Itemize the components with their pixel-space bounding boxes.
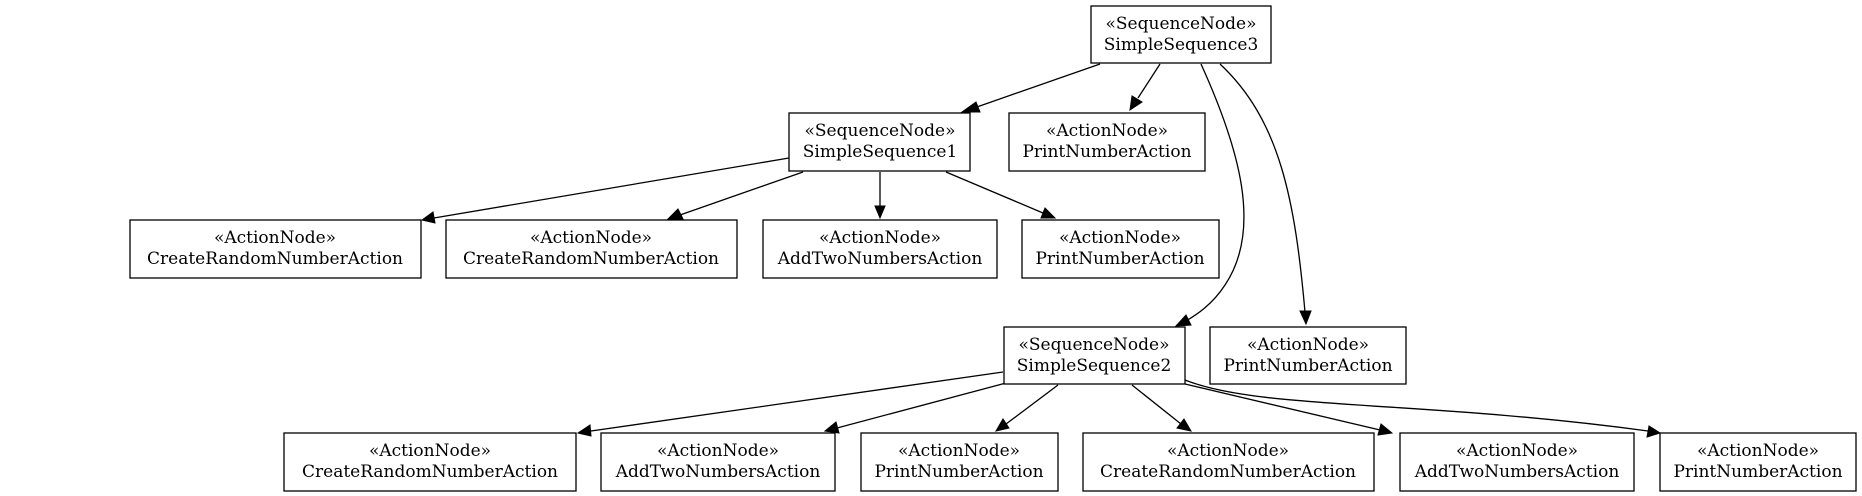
node-simple-sequence-2[interactable]: «SequenceNode» SimpleSequence2 bbox=[1003, 326, 1186, 385]
node-name: SimpleSequence1 bbox=[803, 142, 958, 162]
node-name: PrintNumberAction bbox=[1022, 142, 1191, 162]
node-name: PrintNumberAction bbox=[1035, 249, 1204, 269]
node-simple-sequence-3[interactable]: «SequenceNode» SimpleSequence3 bbox=[1090, 5, 1272, 64]
node-stereotype: «ActionNode» bbox=[819, 228, 941, 248]
node-add-two-numbers-action-3[interactable]: «ActionNode» AddTwoNumbersAction bbox=[1399, 432, 1635, 492]
node-stereotype: «ActionNode» bbox=[1046, 121, 1168, 141]
node-name: CreateRandomNumberAction bbox=[463, 249, 719, 269]
node-stereotype: «SequenceNode» bbox=[1106, 14, 1257, 34]
node-add-two-numbers-action-2[interactable]: «ActionNode» AddTwoNumbersAction bbox=[600, 432, 836, 492]
node-name: SimpleSequence3 bbox=[1104, 35, 1259, 55]
node-create-random-number-action-3[interactable]: «ActionNode» CreateRandomNumberAction bbox=[283, 432, 577, 492]
node-name: PrintNumberAction bbox=[1673, 462, 1842, 482]
node-add-two-numbers-action-1[interactable]: «ActionNode» AddTwoNumbersAction bbox=[762, 219, 998, 279]
node-print-number-action-b[interactable]: «ActionNode» PrintNumberAction bbox=[1209, 326, 1407, 385]
node-name: CreateRandomNumberAction bbox=[1100, 462, 1356, 482]
node-name: AddTwoNumbersAction bbox=[1414, 462, 1620, 482]
node-stereotype: «ActionNode» bbox=[1059, 228, 1181, 248]
edge-seq2-print-2 bbox=[994, 384, 1059, 432]
node-name: PrintNumberAction bbox=[874, 462, 1043, 482]
node-name: SimpleSequence2 bbox=[1017, 356, 1172, 376]
edge-seq2-add-2 bbox=[823, 382, 1007, 434]
node-stereotype: «ActionNode» bbox=[1456, 441, 1578, 461]
node-stereotype: «ActionNode» bbox=[369, 441, 491, 461]
edge-seq2-add-3 bbox=[1184, 383, 1394, 436]
node-simple-sequence-1[interactable]: «SequenceNode» SimpleSequence1 bbox=[788, 112, 971, 172]
node-stereotype: «SequenceNode» bbox=[1019, 335, 1170, 355]
edges bbox=[420, 63, 1662, 438]
edge-seq3-seq1 bbox=[960, 63, 1101, 113]
edge-seq2-create-4 bbox=[1131, 384, 1193, 432]
node-name: CreateRandomNumberAction bbox=[302, 462, 558, 482]
node-stereotype: «ActionNode» bbox=[214, 228, 336, 248]
node-print-number-action-3[interactable]: «ActionNode» PrintNumberAction bbox=[1659, 432, 1857, 492]
edge-seq1-create-2 bbox=[666, 171, 804, 220]
node-stereotype: «ActionNode» bbox=[530, 228, 652, 248]
node-stereotype: «ActionNode» bbox=[1247, 335, 1369, 355]
edge-seq1-add-1 bbox=[874, 172, 886, 220]
nodes: «SequenceNode» SimpleSequence3 «Sequence… bbox=[129, 5, 1857, 492]
edge-seq1-create-1 bbox=[420, 157, 790, 224]
node-name: PrintNumberAction bbox=[1223, 356, 1392, 376]
node-create-random-number-action-2[interactable]: «ActionNode» CreateRandomNumberAction bbox=[445, 219, 738, 279]
edge-seq3-seq2 bbox=[1174, 63, 1245, 327]
edge-seq2-create-3 bbox=[576, 371, 1004, 437]
edge-seq2-print-3 bbox=[1184, 379, 1662, 438]
node-print-number-action-a[interactable]: «ActionNode» PrintNumberAction bbox=[1008, 112, 1206, 172]
node-print-number-action-1[interactable]: «ActionNode» PrintNumberAction bbox=[1021, 219, 1220, 279]
node-stereotype: «SequenceNode» bbox=[805, 121, 956, 141]
node-name: CreateRandomNumberAction bbox=[147, 249, 403, 269]
node-name: AddTwoNumbersAction bbox=[615, 462, 821, 482]
edge-seq3-print-b bbox=[1219, 63, 1312, 326]
node-stereotype: «ActionNode» bbox=[1697, 441, 1819, 461]
edge-seq3-print-a bbox=[1129, 63, 1161, 112]
edge-seq1-print-1 bbox=[945, 171, 1057, 219]
node-name: AddTwoNumbersAction bbox=[777, 249, 983, 269]
node-stereotype: «ActionNode» bbox=[1167, 441, 1289, 461]
node-create-random-number-action-1[interactable]: «ActionNode» CreateRandomNumberAction bbox=[129, 219, 422, 279]
node-create-random-number-action-4[interactable]: «ActionNode» CreateRandomNumberAction bbox=[1082, 432, 1375, 492]
node-print-number-action-2[interactable]: «ActionNode» PrintNumberAction bbox=[860, 432, 1059, 492]
node-stereotype: «ActionNode» bbox=[657, 441, 779, 461]
node-stereotype: «ActionNode» bbox=[898, 441, 1020, 461]
